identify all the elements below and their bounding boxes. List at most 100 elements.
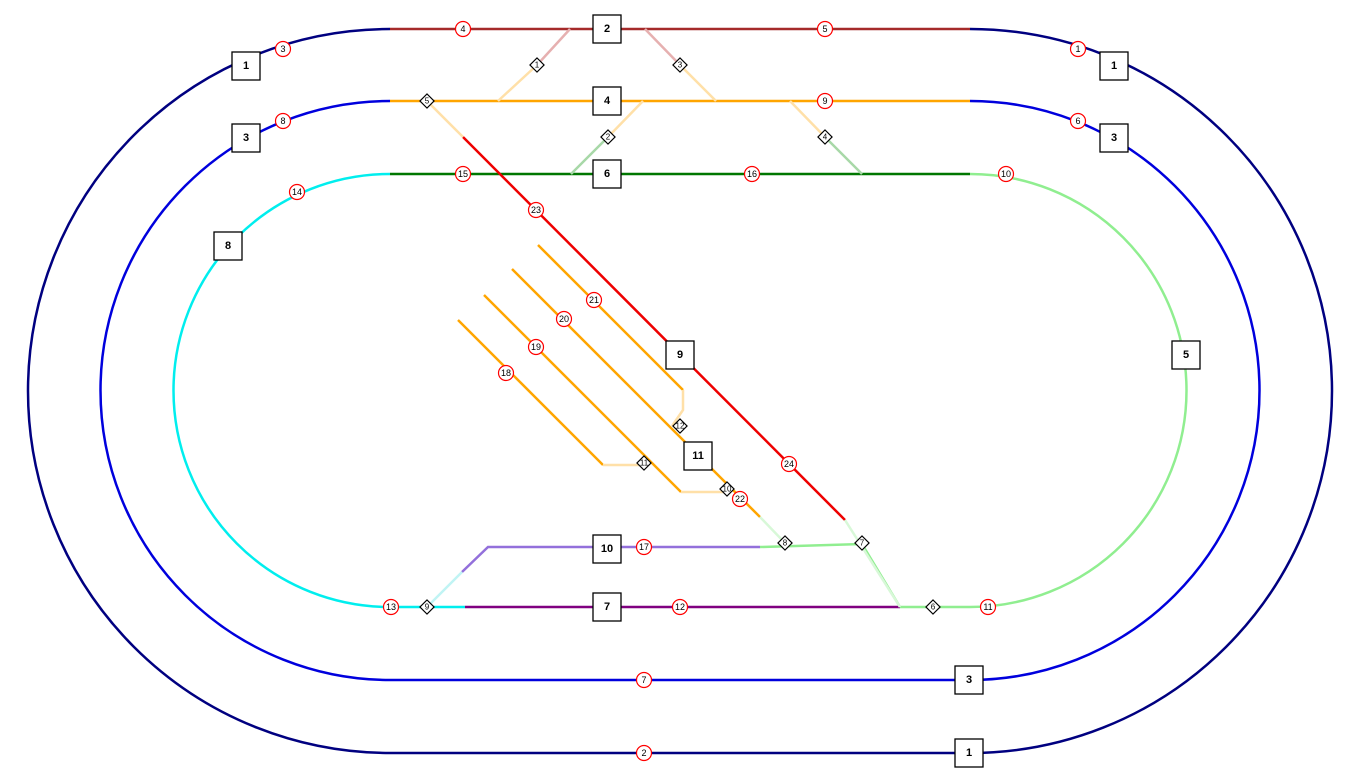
svg-text:12: 12: [676, 422, 685, 431]
svg-text:9: 9: [822, 96, 827, 106]
svg-text:6: 6: [604, 168, 610, 180]
switch-3-connector: [644, 28, 681, 66]
cyan-arc-track: [172, 172, 465, 609]
switch-2-connector-lower: [570, 136, 609, 175]
block-label[interactable]: 9: [665, 340, 695, 370]
svg-text:10: 10: [601, 543, 613, 555]
switch-marker[interactable]: 10: [719, 481, 735, 497]
block-label[interactable]: 2: [592, 14, 622, 44]
track-label[interactable]: 3: [274, 40, 292, 58]
svg-text:21: 21: [589, 295, 599, 305]
svg-text:10: 10: [1001, 169, 1011, 179]
track-label[interactable]: 21: [585, 291, 603, 309]
switch-marker[interactable]: 7: [854, 535, 870, 551]
svg-text:3: 3: [678, 61, 683, 70]
track-label[interactable]: 19: [527, 338, 545, 356]
svg-text:8: 8: [280, 116, 285, 126]
svg-text:2: 2: [606, 133, 611, 142]
siding-track-19: [483, 294, 682, 493]
block-label[interactable]: 4: [592, 86, 622, 116]
switch-marker[interactable]: 6: [925, 599, 941, 615]
svg-text:4: 4: [823, 133, 828, 142]
track-label[interactable]: 8: [274, 112, 292, 130]
block-label[interactable]: 10: [592, 534, 622, 564]
switch-marker[interactable]: 2: [600, 129, 616, 145]
svg-text:11: 11: [983, 602, 992, 612]
track-label[interactable]: 22: [731, 490, 749, 508]
switch-marker[interactable]: 9: [419, 599, 435, 615]
svg-text:17: 17: [639, 542, 649, 552]
track-label[interactable]: 6: [1069, 112, 1087, 130]
svg-text:1: 1: [1075, 44, 1080, 54]
red-diagonal-track: [462, 136, 846, 521]
switch-3-connector-lower: [679, 64, 717, 102]
svg-text:7: 7: [860, 539, 865, 548]
svg-text:24: 24: [784, 459, 794, 469]
switch-marker[interactable]: 8: [777, 535, 793, 551]
block-label[interactable]: 1: [954, 738, 984, 768]
block-label[interactable]: 3: [954, 665, 984, 695]
block-label[interactable]: 5: [1171, 340, 1201, 370]
track-label[interactable]: 7: [635, 671, 653, 689]
track-label[interactable]: 17: [635, 538, 653, 556]
track-label[interactable]: 1: [1069, 40, 1087, 58]
track-label[interactable]: 16: [743, 165, 761, 183]
block-label[interactable]: 6: [592, 159, 622, 189]
track-label[interactable]: 4: [454, 20, 472, 38]
svg-text:5: 5: [425, 97, 430, 106]
block-label[interactable]: 3: [231, 123, 261, 153]
track-label[interactable]: 23: [527, 201, 545, 219]
track-label[interactable]: 18: [497, 364, 515, 382]
track-label[interactable]: 11: [979, 598, 997, 616]
svg-text:16: 16: [747, 169, 757, 179]
track-label[interactable]: 5: [816, 20, 834, 38]
track-label[interactable]: 20: [555, 310, 573, 328]
block-label[interactable]: 3: [1099, 123, 1129, 153]
switch-2-connector: [607, 100, 644, 138]
svg-text:4: 4: [604, 95, 611, 107]
svg-text:20: 20: [559, 314, 569, 324]
svg-text:2: 2: [641, 748, 646, 758]
svg-text:1: 1: [1111, 60, 1117, 72]
switch-5-connector: [426, 100, 464, 138]
switch-4-connector: [789, 100, 826, 138]
svg-text:4: 4: [460, 24, 465, 34]
switch-1-connector: [536, 28, 571, 66]
svg-text:12: 12: [675, 602, 685, 612]
track-label[interactable]: 14: [288, 183, 306, 201]
siding-track-20: [511, 268, 761, 518]
svg-text:9: 9: [425, 603, 430, 612]
svg-text:11: 11: [640, 459, 649, 468]
track-label[interactable]: 2: [635, 744, 653, 762]
switch-8-connector: [759, 516, 786, 544]
switch-marker[interactable]: 4: [817, 129, 833, 145]
block-label[interactable]: 1: [1099, 51, 1129, 81]
svg-text:6: 6: [1075, 116, 1080, 126]
switch-marker[interactable]: 3: [672, 57, 688, 73]
svg-text:9: 9: [677, 349, 683, 361]
switch-marker[interactable]: 5: [419, 93, 435, 109]
svg-text:6: 6: [931, 603, 936, 612]
block-label[interactable]: 8: [213, 231, 243, 261]
svg-text:3: 3: [1111, 132, 1117, 144]
siding-track-18: [457, 319, 604, 466]
svg-text:18: 18: [501, 368, 511, 378]
track-label[interactable]: 12: [671, 598, 689, 616]
track-label[interactable]: 10: [997, 165, 1015, 183]
track-label[interactable]: 24: [780, 455, 798, 473]
block-label[interactable]: 7: [592, 592, 622, 622]
svg-text:3: 3: [966, 674, 972, 686]
block-label[interactable]: 11: [683, 441, 713, 471]
track-label[interactable]: 13: [382, 598, 400, 616]
track-label[interactable]: 15: [454, 165, 472, 183]
block-label[interactable]: 1: [231, 51, 261, 81]
switch-marker[interactable]: 11: [636, 455, 652, 471]
svg-text:8: 8: [225, 240, 231, 252]
svg-text:19: 19: [531, 342, 541, 352]
switch-9-connector: [426, 571, 463, 608]
track-label[interactable]: 9: [816, 92, 834, 110]
switch-marker[interactable]: 1: [529, 57, 545, 73]
switch-marker[interactable]: 12: [672, 418, 688, 434]
svg-text:13: 13: [386, 602, 396, 612]
